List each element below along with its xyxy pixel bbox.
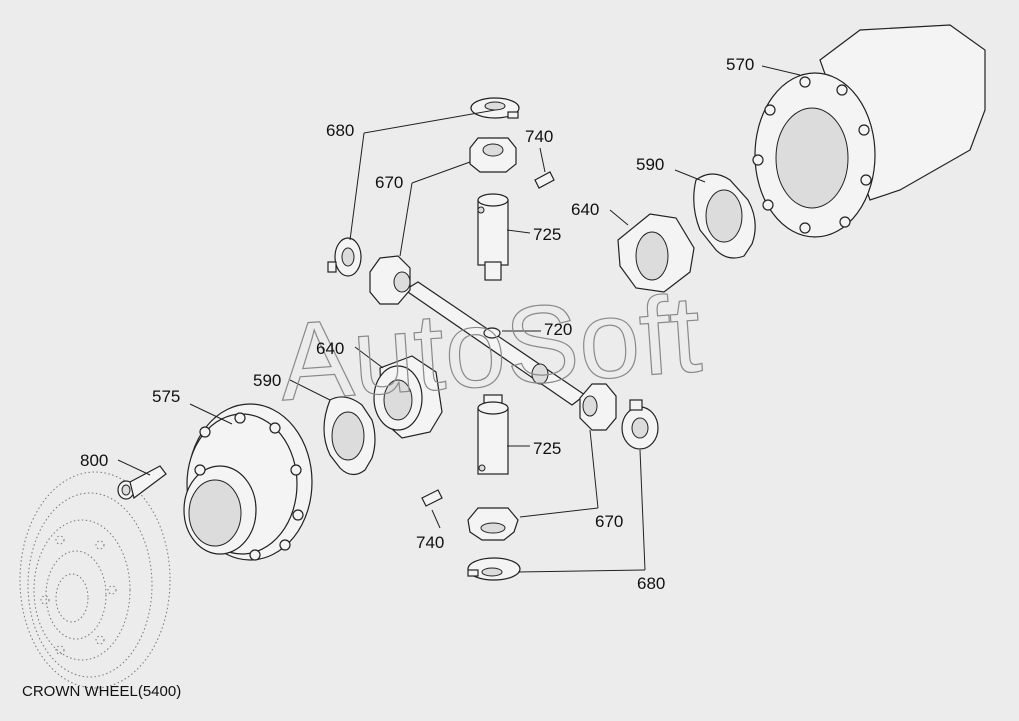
pin-725-bottom: [477, 394, 509, 475]
label-575: 575: [152, 387, 180, 406]
label-725-bottom: 725: [533, 439, 561, 458]
roll-pin-740-top: [534, 171, 555, 189]
side-gear-640-top: [617, 213, 695, 293]
thrust-washer-680-bottom: [467, 557, 521, 581]
pinion-gear-670-right: [579, 383, 617, 431]
label-740-bottom: 740: [416, 533, 444, 552]
watermark-text: AutoSoft: [275, 272, 705, 424]
label-670-top: 670: [375, 173, 403, 192]
label-740-top: 740: [525, 127, 553, 146]
label-590-mid: 590: [253, 371, 281, 390]
thrust-washer-680-right: [621, 399, 659, 450]
pin-725-top: [477, 193, 509, 281]
bolt-800: [117, 465, 167, 500]
side-gear-640-mid: [373, 355, 443, 439]
label-680-top: 680: [326, 121, 354, 140]
thrust-washer-680-left: [327, 237, 362, 277]
label-590-top: 590: [636, 155, 664, 174]
pinion-gear-670-bottom: [467, 507, 519, 541]
crown-wheel-5400: [19, 471, 171, 689]
roll-pin-740-bottom: [421, 489, 443, 507]
thrust-washer-680-top: [470, 97, 520, 119]
label-640-top: 640: [571, 200, 599, 219]
label-670-bottom: 670: [595, 512, 623, 531]
label-800: 800: [80, 451, 108, 470]
pinion-gear-670-left: [369, 255, 411, 305]
thrust-washer-590-top: [693, 173, 756, 259]
caption-crown-wheel: CROWN WHEEL(5400): [22, 683, 181, 700]
label-720: 720: [544, 320, 572, 339]
pinion-gear-670-top: [469, 137, 517, 173]
label-570: 570: [726, 55, 754, 74]
differential-case-570: [752, 24, 986, 238]
label-725-top: 725: [533, 225, 561, 244]
label-640-mid: 640: [316, 339, 344, 358]
label-680-bottom: 680: [637, 574, 665, 593]
leader-lines: [117, 65, 801, 573]
thrust-washer-590-mid: [323, 396, 376, 476]
housing-half-575: [183, 403, 313, 561]
